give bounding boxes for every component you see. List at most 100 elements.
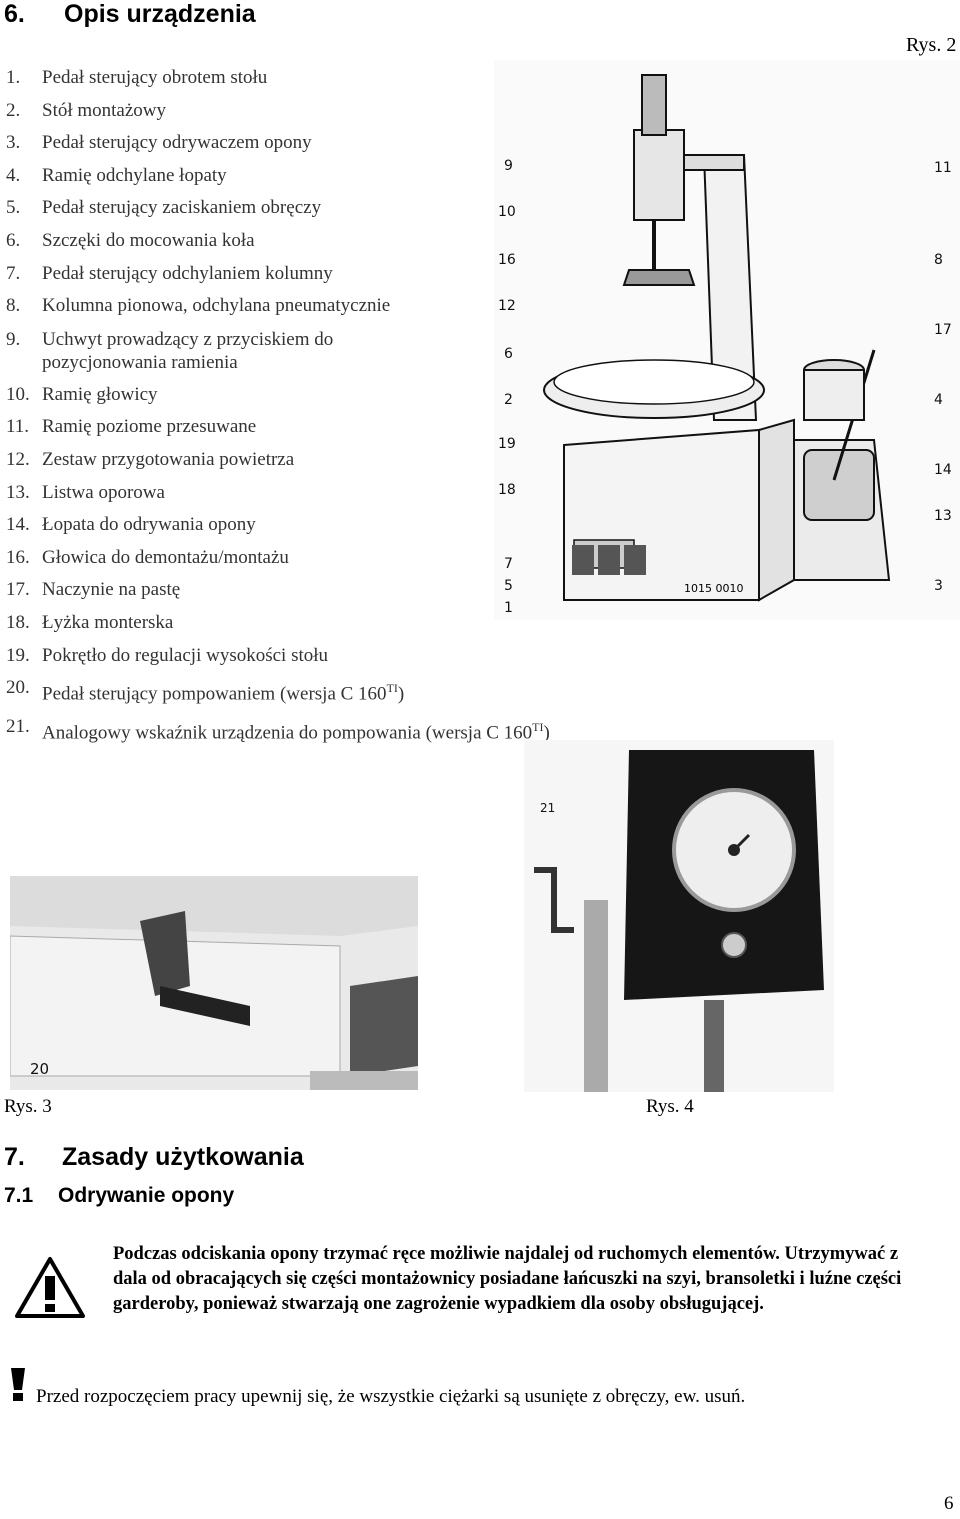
parts-list-item-number: 17.	[6, 579, 30, 601]
warning-triangle-icon	[15, 1257, 85, 1318]
callout-8: 8	[934, 252, 943, 268]
parts-list-item-label: Łopata do odrywania opony	[42, 514, 256, 536]
parts-list-item-label: Pedał sterujący pompowaniem (wersja C 16…	[42, 683, 387, 705]
parts-list-item: 5.Pedał sterujący zaciskaniem obręczy	[6, 192, 550, 225]
parts-list-item: 16. Głowica do demontażu/montażu	[6, 542, 550, 575]
note-text: Przed rozpoczęciem pracy upewnij się, że…	[36, 1386, 746, 1407]
callout-10: 10	[498, 204, 516, 220]
parts-list-item-label: Pedał sterujący odrywaczem opony	[42, 132, 312, 154]
parts-list-item-label: Listwa oporowa	[42, 481, 165, 503]
callout-6: 6	[504, 346, 513, 362]
parts-list-item: 10. Ramię głowicy	[6, 379, 550, 412]
parts-list-item-number: 19.	[6, 644, 30, 666]
parts-list-item-text: Ramię poziome przesuwane	[42, 411, 256, 444]
figure-2-code: 1015 0010	[684, 582, 744, 595]
parts-list-item-label: Szczęki do mocowania koła	[42, 229, 255, 251]
parts-list-item-number: 20.	[6, 677, 30, 699]
parts-list-item-label: Pedał sterujący zaciskaniem obręczy	[42, 197, 322, 219]
parts-list-item: 8. Kolumna pionowa, odchylana pneumatyczn…	[6, 290, 550, 323]
parts-list-item: 17. Naczynie na pastę	[6, 574, 550, 607]
parts-list-item-number: 12.	[6, 448, 30, 470]
figure-4-caption: Rys. 4	[646, 1096, 694, 1117]
parts-list-item-number: 8.	[6, 295, 21, 317]
parts-list-item-text: Pedał sterujący odchylaniem kolumny	[42, 258, 333, 291]
parts-list-item: 21.Analogowy wskaźnik urządzenia do pomp…	[6, 711, 550, 750]
parts-list-item-text: Stół montażowy	[42, 95, 166, 128]
parts-list-item-label: Pedał sterujący odchylaniem kolumny	[42, 262, 333, 284]
parts-list-item-text: Głowica do demontażu/montażu	[42, 542, 289, 575]
callout-7: 7	[504, 556, 513, 572]
parts-list-item: 4.Ramię odchylane łopaty	[6, 160, 550, 193]
section-6-number: 6.	[4, 0, 25, 28]
callout-21: 21	[540, 801, 555, 815]
parts-list-item-text: Ramię odchylane łopaty	[42, 160, 227, 193]
parts-list-item-label: Łyżka monterska	[42, 611, 174, 633]
parts-list-item-label-continued: pozycjonowania ramienia	[42, 351, 238, 373]
parts-list-item-number: 9.	[6, 328, 21, 350]
figure-3-pedal-photo: 20	[10, 876, 418, 1090]
parts-list-item: 11. Ramię poziome przesuwane	[6, 411, 550, 444]
callout-9: 9	[504, 158, 513, 174]
parts-list-item-label: Ramię odchylane łopaty	[42, 164, 227, 186]
parts-list-item-text: Kolumna pionowa, odchylana pneumatycznie	[42, 290, 390, 323]
figure-2-tire-changer-drawing: 1015 0010	[494, 60, 960, 620]
parts-list-item-label: Uchwyt prowadzący z przyciskiem do	[42, 328, 334, 350]
parts-list-item: 14.Łopata do odrywania opony	[6, 509, 550, 542]
parts-list-item-text: Zestaw przygotowania powietrza	[42, 444, 294, 477]
parts-list-item-number: 1.	[6, 67, 21, 88]
parts-list-item-number: 6.	[6, 229, 21, 251]
parts-list-item-superscript: TI	[386, 681, 398, 696]
callout-18: 18	[498, 482, 516, 498]
figure-4-gauge-photo: 21	[524, 740, 834, 1092]
parts-list-item-label: Głowica do demontażu/montażu	[42, 546, 289, 568]
parts-list-item: 2.Stół montażowy	[6, 95, 550, 128]
parts-list-item-superscript: TI	[532, 720, 544, 735]
parts-list-item-text: Łopata do odrywania opony	[42, 509, 256, 542]
parts-list-item-label: Naczynie na pastę	[42, 579, 181, 601]
parts-list-item: 18. Łyżka monterska	[6, 607, 550, 640]
section-6-title: Opis urządzenia	[64, 0, 256, 28]
callout-19: 19	[498, 436, 516, 452]
parts-list-item-number: 11.	[6, 416, 30, 438]
parts-list-item-number: 3.	[6, 132, 21, 154]
page-number: 6	[944, 1493, 954, 1514]
callout-20: 20	[30, 1060, 49, 1078]
parts-list-item-label: Zestaw przygotowania powietrza	[42, 448, 295, 470]
callout-11: 11	[934, 160, 952, 176]
parts-list-item-suffix: )	[543, 722, 550, 744]
parts-list-item-label: Stół montażowy	[42, 99, 167, 121]
parts-list-item: 3. Pedał sterujący odrywaczem opony	[6, 127, 550, 160]
parts-list-item-text: Szczęki do mocowania koła	[42, 225, 255, 258]
parts-list-item-label: Kolumna pionowa, odchylana pneumatycznie	[42, 295, 391, 317]
parts-list-item: 19. Pokrętło do regulacji wysokości stołu	[6, 640, 550, 673]
figure-2-caption: Rys. 2	[906, 34, 957, 56]
parts-list-item: 7.Pedał sterujący odchylaniem kolumny	[6, 258, 550, 291]
parts-list-item-number: 16.	[6, 546, 30, 568]
callout-5: 5	[504, 578, 513, 594]
callout-12: 12	[498, 298, 516, 314]
parts-list-item-text: Pokrętło do regulacji wysokości stołu	[42, 640, 328, 673]
parts-list-item-text: Łyżka monterska	[42, 607, 173, 640]
parts-list-item-text: Ramię głowicy	[42, 379, 158, 412]
section-7-1-number: 7.1	[4, 1184, 34, 1207]
callout-2: 2	[504, 392, 513, 408]
section-7-number: 7.	[4, 1143, 25, 1171]
warning-text: Podczas odciskania opony trzymać ręce mo…	[113, 1244, 902, 1314]
parts-list-item-label: Pokrętło do regulacji wysokości stołu	[42, 644, 329, 666]
parts-list-item: 20. Pedał sterujący pompowaniem (wersja C…	[6, 672, 550, 711]
parts-list-item-text: Analogowy wskaźnik urządzenia do pompowa…	[42, 711, 550, 750]
callout-16: 16	[498, 252, 516, 268]
parts-list-item: 13.Listwa oporowa	[6, 477, 550, 510]
parts-list-item-label: Pedał sterujący obrotem stołu	[42, 67, 268, 88]
parts-list-item-text: Pedał sterujący zaciskaniem obręczy	[42, 192, 321, 225]
callout-4: 4	[934, 392, 943, 408]
parts-list-item: 6. Szczęki do mocowania koła	[6, 225, 550, 258]
callout-14: 14	[934, 462, 952, 478]
parts-list-item-label: Ramię poziome przesuwane	[42, 416, 257, 438]
parts-list-item-number: 10.	[6, 383, 30, 405]
parts-list-item-number: 18.	[6, 611, 30, 633]
parts-list-item-label: Analogowy wskaźnik urządzenia do pompowa…	[42, 722, 533, 744]
callout-1: 1	[504, 600, 513, 616]
parts-list-item-label: Ramię głowicy	[42, 383, 158, 405]
